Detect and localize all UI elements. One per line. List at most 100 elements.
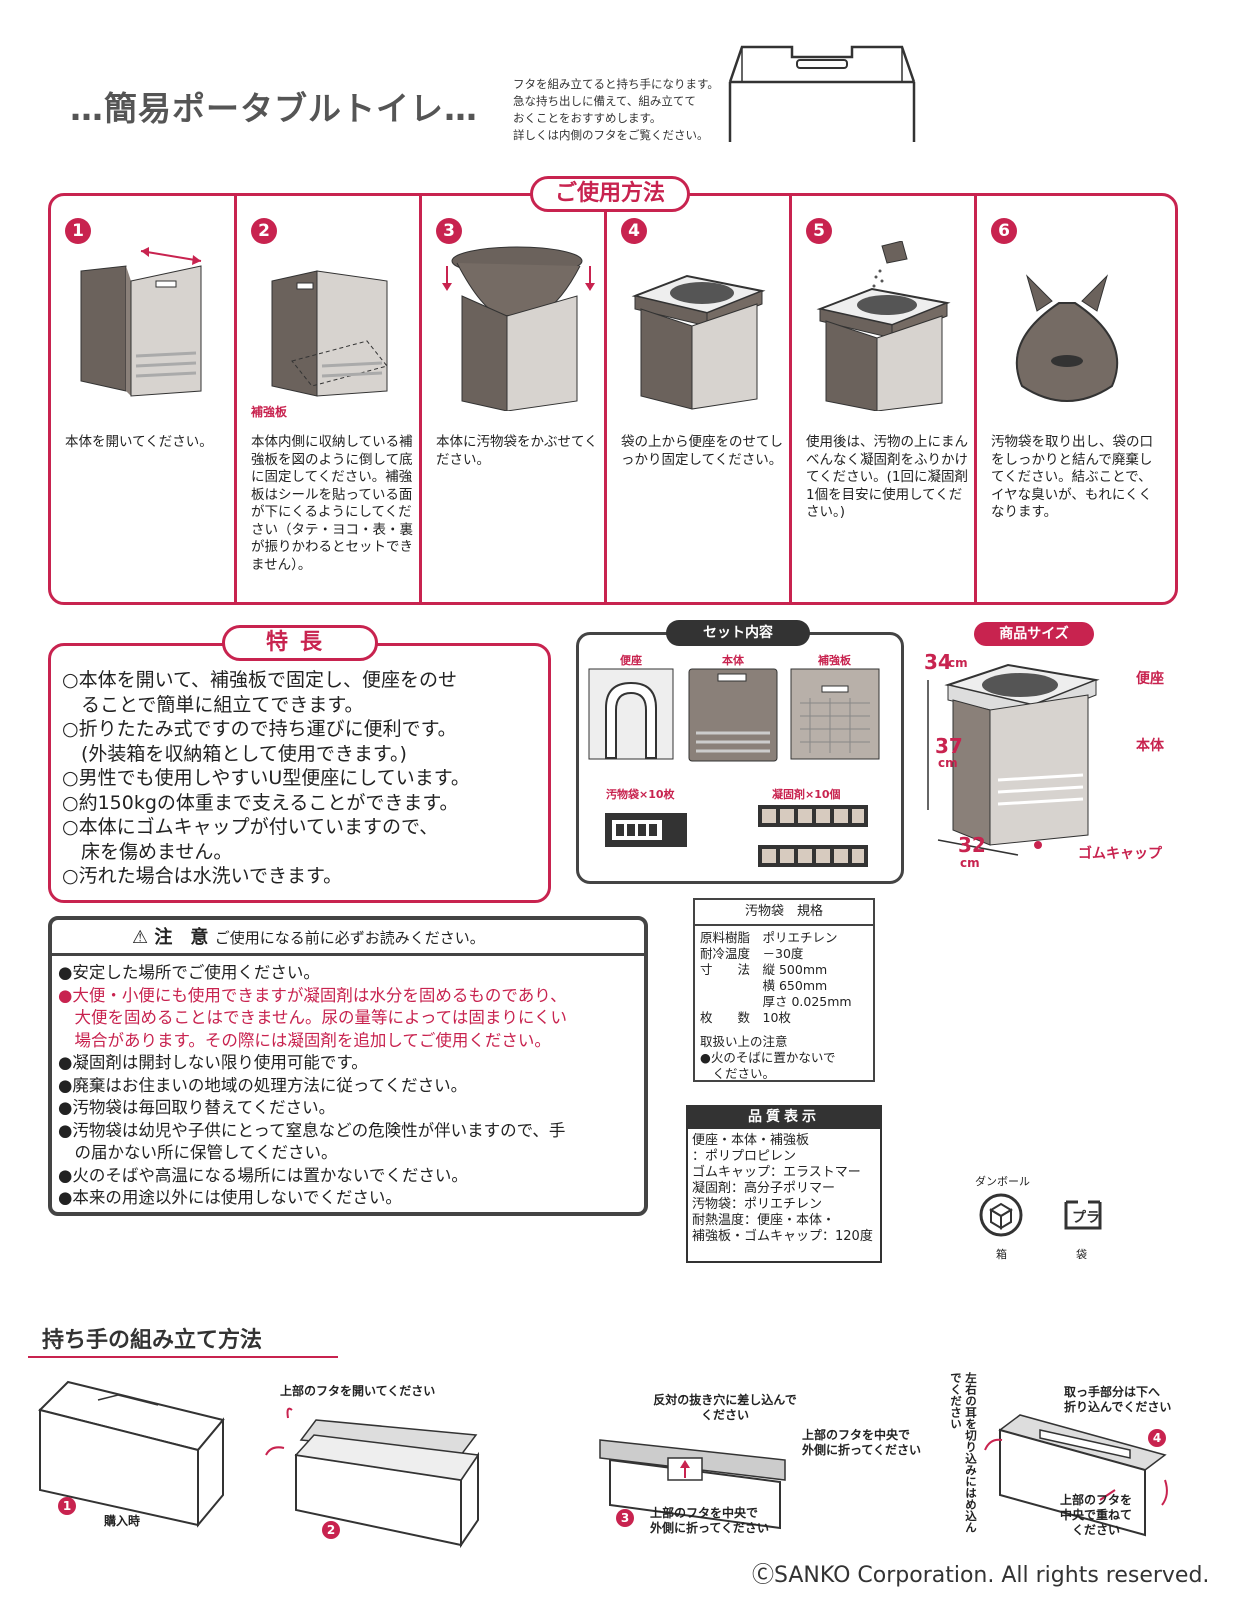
handle-note-line: 詳しくは内側のフタをご覧ください。 [513,128,709,142]
fold-out-note-line: 外側に折ってください [802,1443,922,1457]
open-body-illustration [80,247,202,397]
quality-line: 耐熱温度：便座・本体・ [692,1213,836,1228]
caution-line: ●汚物袋は毎回取り替えてください。 [58,1098,336,1117]
handle-note-line: フタを組み立てると持ち手になります。 [513,77,719,91]
step-text: 本体内側に収納している補強板を図のように倒して底に固定してください。補強板はシー… [251,434,413,573]
set-coagulant-label: 凝固剤×10個 [772,788,841,801]
handle-fold-note-line: 折り込んでください [1064,1400,1172,1414]
bag-cover-illustration [442,246,595,411]
cardboard-label: ダンボール [975,1175,1030,1188]
box-insert-illustration [599,1439,786,1530]
overlap-note: 上部のフタを 中央で重ねて ください [1048,1493,1144,1538]
usage-step-6: 6 汚物袋を取り出し、袋の口をしっかりと結んで廃棄してください。結ぶことで、イヤ… [977,196,1165,602]
warning-icon: ⚠ [132,927,155,948]
seat-icon [588,668,674,760]
purchased-label: 購入時 [104,1514,141,1528]
spec-line: 原料樹脂 ポリエチレン [700,930,838,945]
insert-note: 反対の抜き穴に差し込んで ください [640,1393,810,1423]
step-number: 6 [991,218,1017,244]
assembly-step-number: 2 [322,1521,340,1539]
step-number: 3 [436,218,462,244]
feature-line: (外装箱を収納箱として使用できます。) [62,742,407,765]
height-value: 37 [935,734,963,758]
usage-step-1: 1 本体を開いてください。 [51,196,239,602]
fold-out-note: 上部のフタを中央で 外側に折ってください [802,1428,921,1458]
open-lid-note: 上部のフタを開いてください [280,1384,436,1398]
caution-line: ●廃棄はお住まいの地域の処理方法に従ってください。 [58,1075,468,1095]
spec-line: 厚さ 0.025mm [700,994,852,1009]
bag-spec-box [693,898,875,1082]
overlap-note-line: ください [1071,1523,1120,1537]
size-seat-label: 便座 [1136,671,1164,687]
quality-title: 品質表示 [686,1105,882,1129]
quality-body: 便座・本体・補強板 ：ポリプロピレン ゴムキャップ：エラストマー 凝固剤：高分子… [692,1133,882,1245]
step-text: 汚物袋を取り出し、袋の口をしっかりと結んで廃棄してください。結ぶことで、イヤな臭… [991,434,1153,520]
product-size-illustration [927,663,1100,856]
fold-out-note-line: 上部のフタを中央で [802,1428,911,1442]
reinforcement-label: 補強板 [251,405,288,419]
assembly-underline [28,1356,338,1358]
caution-line: ●汚物袋は幼児や子供にとって窒息などの危険性が伴いますので、手 [58,1120,566,1140]
caution-header: ⚠ 注 意 ご使用になる前に必ずお読みください。 [52,920,644,956]
fold-out-note-line: 上部のフタを中央で [650,1506,759,1520]
fold-out-note-line: 外側に折ってください [650,1521,770,1535]
assembly-step-number: 1 [58,1497,76,1515]
feature-line: ○男性でも使用しやすいU型便座にしています。 [62,767,470,789]
handle-note: フタを組み立てると持ち手になります。 急な持ち出しに備えて、組み立てて おくこと… [513,76,719,144]
step-number: 1 [65,218,91,244]
feature-line: ○汚れた場合は水洗いできます。 [62,865,343,887]
set-bags-label: 汚物袋×10枚 [606,788,675,801]
plastic-recycle-icon: プラ [1064,1200,1102,1230]
feature-line: ○折りたたみ式ですので持ち運びに便利です。 [62,718,457,740]
plastic-mark-text: プラ [1072,1210,1100,1226]
handle-note-line: 急な持ち出しに備えて、組み立てて [513,94,696,108]
caution-line-warning: ●大便・小便にも使用できますが凝固剤は水分を固めるものであり、 [58,985,567,1005]
box-purchased-illustration [38,1380,225,1528]
coagulant-pack-icon [758,805,868,867]
coagulant-illustration [816,241,951,411]
height-unit: cm [938,756,958,770]
size-body-label: 本体 [1136,738,1164,754]
assembly-title: 持ち手の組み立て方法 [42,1328,263,1353]
quality-line: 凝固剤：高分子ポリマー [692,1181,836,1196]
step-divider [789,196,792,602]
body-panel-icon [688,668,778,762]
box-handle-complete-illustration [984,1414,1168,1537]
quality-line: 便座・本体・補強板 [692,1133,810,1148]
bag-spec-title: 汚物袋 規格 [693,898,875,926]
width-value: 34 [924,650,952,674]
fold-out-note-2: 上部のフタを中央で 外側に折ってください [650,1506,769,1536]
feature-line: ○本体を開いて、補強板で固定し、便座をのせ [62,669,458,691]
caution-line: ●火のそばや高温になる場所には置かないでください。 [58,1165,468,1185]
step-divider [234,196,237,602]
step-divider [974,196,977,602]
spec-line: ●火のそばに置かないで [700,1050,836,1065]
quality-line: 補強板・ゴムキャップ：120度 [692,1229,873,1244]
step-text: 袋の上から便座をのせてしっかり固定してください。 [621,434,783,468]
bag-spec-body: 原料樹脂 ポリエチレン 耐冷温度 －30度 寸 法 縦 500mm 横 650m… [700,930,872,1082]
quality-line: 汚物袋：ポリエチレン [692,1197,823,1212]
overlap-note-line: 中央で重ねて [1059,1508,1132,1522]
caution-list: ●安定した場所でご使用ください。 ●大便・小便にも使用できますが凝固剤は水分を固… [58,962,638,1210]
quality-line: ：ポリプロピレン [692,1149,797,1164]
reinforcement-illustration [271,270,388,397]
caution-subtitle: ご使用になる前に必ずお読みください。 [214,929,485,947]
spec-line: 枚 数 10枚 [700,1010,791,1025]
set-contents-title: セット内容 [666,620,810,646]
bag-pack-icon [605,813,687,847]
feature-line: 床を傷めません。 [62,840,233,863]
handle-note-line: おくことをおすすめします。 [513,111,662,125]
caution-line: ●本来の用途以外には使用しないでください。 [58,1188,402,1207]
caution-line: の届かない所に保管してください。 [58,1143,338,1162]
step-number: 2 [251,218,277,244]
step-text: 本体に汚物袋をかぶせてください。 [436,434,598,468]
caution-title: 注 意 [154,927,209,948]
caution-box [48,916,648,1216]
caution-line: ●凝固剤は開封しない限り使用可能です。 [58,1053,368,1072]
features-title: 特長 [222,625,378,661]
quality-line: ゴムキャップ：エラストマー [692,1165,861,1180]
spec-spacer [700,1026,872,1034]
step-number: 4 [621,218,647,244]
caution-line-warning: 大便を固めることはできません。尿の量等によっては固まりにくい [58,1008,568,1027]
usage-panel: 1 本体を開いてください。 2 補強板 本体内側に収納している補強板を図のように… [48,193,1178,605]
